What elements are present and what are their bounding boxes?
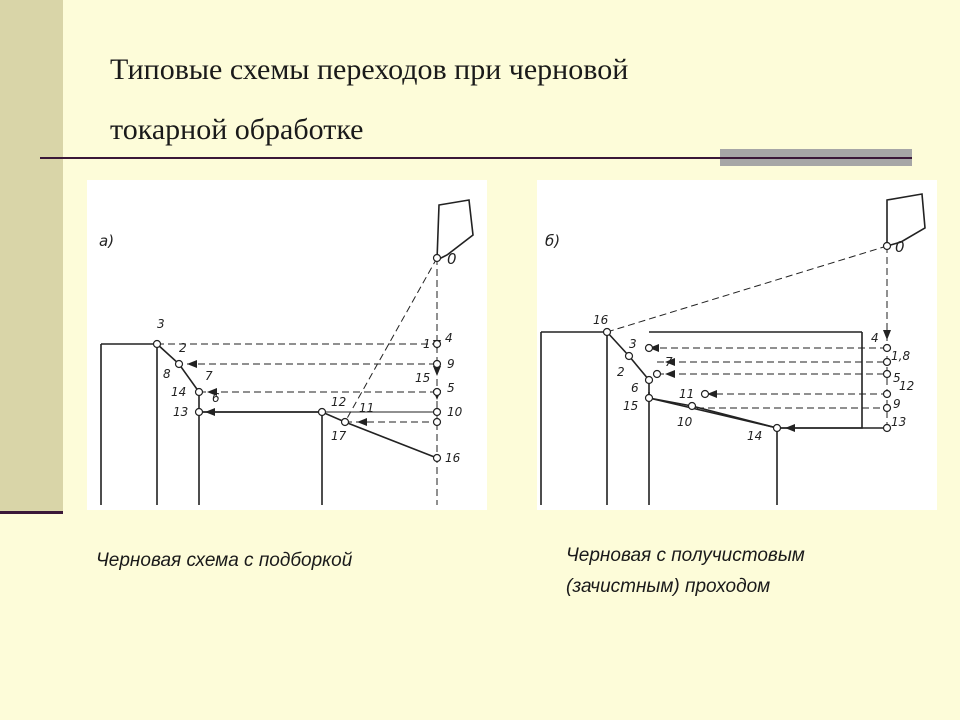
caption-b: Черновая с получистовым (зачистным) прох… — [566, 540, 805, 602]
workpiece-a-step — [198, 411, 323, 505]
sidebar-band — [0, 0, 63, 513]
caption-b-line-1: Черновая с получистовым — [566, 545, 805, 566]
a-label-15: 15 — [415, 371, 430, 385]
a-label-11: 11 — [359, 401, 374, 415]
a-label-17: 17 — [331, 429, 347, 443]
a-label-7: 7 — [205, 369, 213, 383]
b-label-11: 11 — [679, 387, 694, 401]
diagram-b-tag: б) — [545, 232, 560, 250]
workpiece-b — [540, 331, 608, 505]
a-label-2: 2 — [179, 341, 187, 355]
b-label-14: 14 — [747, 429, 762, 443]
tool-a — [436, 199, 474, 262]
a-label-3: 3 — [157, 317, 165, 331]
b-label-5: 5 — [893, 371, 901, 385]
a-label-14: 14 — [171, 385, 186, 399]
slide-title: Типовые схемы переходов при черновой ток… — [110, 40, 870, 160]
diagram-a: а) 0 1 2 3 4 5 6 7 8 9 10 11 12 13 14 15… — [99, 199, 474, 505]
b-label-9: 9 — [893, 397, 901, 411]
a-label-9: 9 — [447, 357, 455, 371]
diagram-b-panel: б) 0 1,8 2 3 4 5 6 7 9 10 11 12 13 14 15… — [537, 180, 937, 510]
diagram-a-tag: а) — [99, 232, 114, 250]
b-label-16: 16 — [593, 313, 609, 327]
a-label-10: 10 — [447, 405, 463, 419]
a-label-6: 6 — [212, 391, 220, 405]
a-label-12: 12 — [331, 395, 346, 409]
b-label-0: 0 — [895, 238, 905, 256]
caption-b-line-2: (зачистным) проходом — [566, 576, 771, 597]
tool-b — [886, 193, 926, 248]
workpiece-a — [100, 343, 158, 505]
title-line-1: Типовые схемы переходов при черновой — [110, 53, 629, 86]
b-label-10: 10 — [677, 415, 693, 429]
b-label-4: 4 — [871, 331, 879, 345]
b-label-6: 6 — [631, 381, 639, 395]
a-label-5: 5 — [447, 381, 455, 395]
a-label-8: 8 — [163, 367, 171, 381]
a-label-1: 1 — [423, 337, 431, 351]
diagram-a-panel: а) 0 1 2 3 4 5 6 7 8 9 10 11 12 13 14 15… — [87, 180, 487, 510]
b-label-2: 2 — [617, 365, 625, 379]
b-label-1-8: 1,8 — [891, 349, 910, 363]
b-label-13: 13 — [891, 415, 906, 429]
title-line-2: токарной обработке — [110, 113, 364, 146]
b-label-3: 3 — [629, 337, 637, 351]
a-label-16: 16 — [445, 451, 461, 465]
caption-a: Черновая схема с подборкой — [96, 545, 352, 576]
a-label-0: 0 — [447, 250, 457, 268]
b-label-15: 15 — [623, 399, 638, 413]
caption-a-text: Черновая схема с подборкой — [96, 550, 353, 571]
a-label-4: 4 — [445, 331, 453, 345]
workpiece-b-step — [648, 331, 863, 505]
diagram-b: б) 0 1,8 2 3 4 5 6 7 9 10 11 12 13 14 15… — [540, 193, 926, 505]
sidebar-rule — [0, 511, 63, 514]
a-label-13: 13 — [173, 405, 188, 419]
title-rule — [40, 157, 912, 159]
b-label-12: 12 — [899, 379, 914, 393]
b-label-7: 7 — [665, 355, 673, 369]
